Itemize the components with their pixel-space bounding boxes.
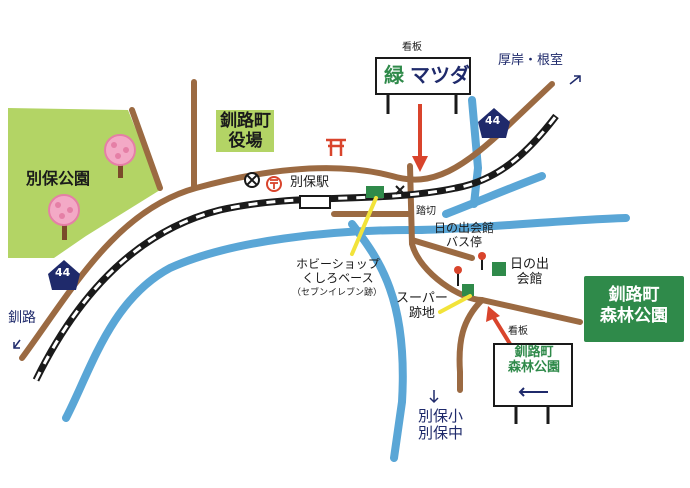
sign-forest-park-label: 釧路町 森林公園 — [508, 345, 561, 375]
direction-arrows — [13, 75, 581, 404]
road-east — [409, 237, 475, 261]
signboard-bottom-label: 看板 — [508, 326, 528, 337]
matsuda-name: マツダ — [410, 63, 470, 87]
park-label: 別保公園 — [26, 169, 91, 188]
bus-stop-icon — [454, 252, 486, 286]
river-branch-east — [442, 172, 546, 218]
river-branch-south — [348, 220, 407, 462]
hinode-bus-label: 日の出会館 バス停 — [434, 221, 495, 249]
roads — [19, 79, 583, 393]
hobby-shop-label: ホビーショップ くしろベース — [296, 257, 380, 285]
road-park — [129, 107, 163, 191]
torii-icon — [326, 138, 346, 156]
arrows-red — [412, 104, 512, 346]
hobby-shop-marker — [366, 186, 384, 198]
road-main — [19, 81, 555, 361]
town-office-label: 釧路町 役場 — [220, 111, 271, 151]
pointers — [350, 196, 472, 314]
route-44-label-b: 44 — [485, 114, 501, 127]
signboard-top-label: 看板 — [402, 42, 422, 53]
town-office-icon — [244, 172, 260, 188]
forest-park-signboard — [493, 343, 573, 424]
road-school — [456, 297, 485, 393]
town-office-label-box — [216, 110, 274, 152]
school-label: 別保小 別保中 — [418, 407, 464, 443]
crossing-label: 踏切 — [416, 206, 436, 217]
route-shield-icon — [48, 108, 510, 290]
akkeshi-label: 厚岸・根室 — [498, 53, 564, 68]
matsuda-signboard — [375, 57, 471, 114]
super-site-marker — [462, 284, 474, 296]
crossing-icon — [395, 185, 405, 195]
kushiro-label: 釧路 — [8, 310, 36, 326]
matsuda-prefix: 緑 — [384, 63, 404, 87]
forest-park-label: 釧路町 森林公園 — [600, 285, 668, 327]
forest-park-box: 釧路町 森林公園 — [584, 276, 684, 342]
river-branch-north — [468, 96, 483, 208]
river-main — [62, 214, 630, 422]
post-office-icon — [266, 176, 282, 192]
hinode-hall-marker — [492, 262, 506, 276]
rivers — [62, 96, 630, 462]
station-platform — [299, 195, 331, 209]
super-site-label: スーパー 跡地 — [396, 291, 448, 321]
cherry-tree-icon — [48, 134, 136, 240]
route-44-label-a: 44 — [55, 266, 71, 279]
hobby-shop-note: （セブンイレブン跡） — [292, 288, 383, 298]
hinode-hall-label: 日の出 会館 — [510, 257, 550, 287]
station-label: 別保駅 — [290, 175, 330, 190]
